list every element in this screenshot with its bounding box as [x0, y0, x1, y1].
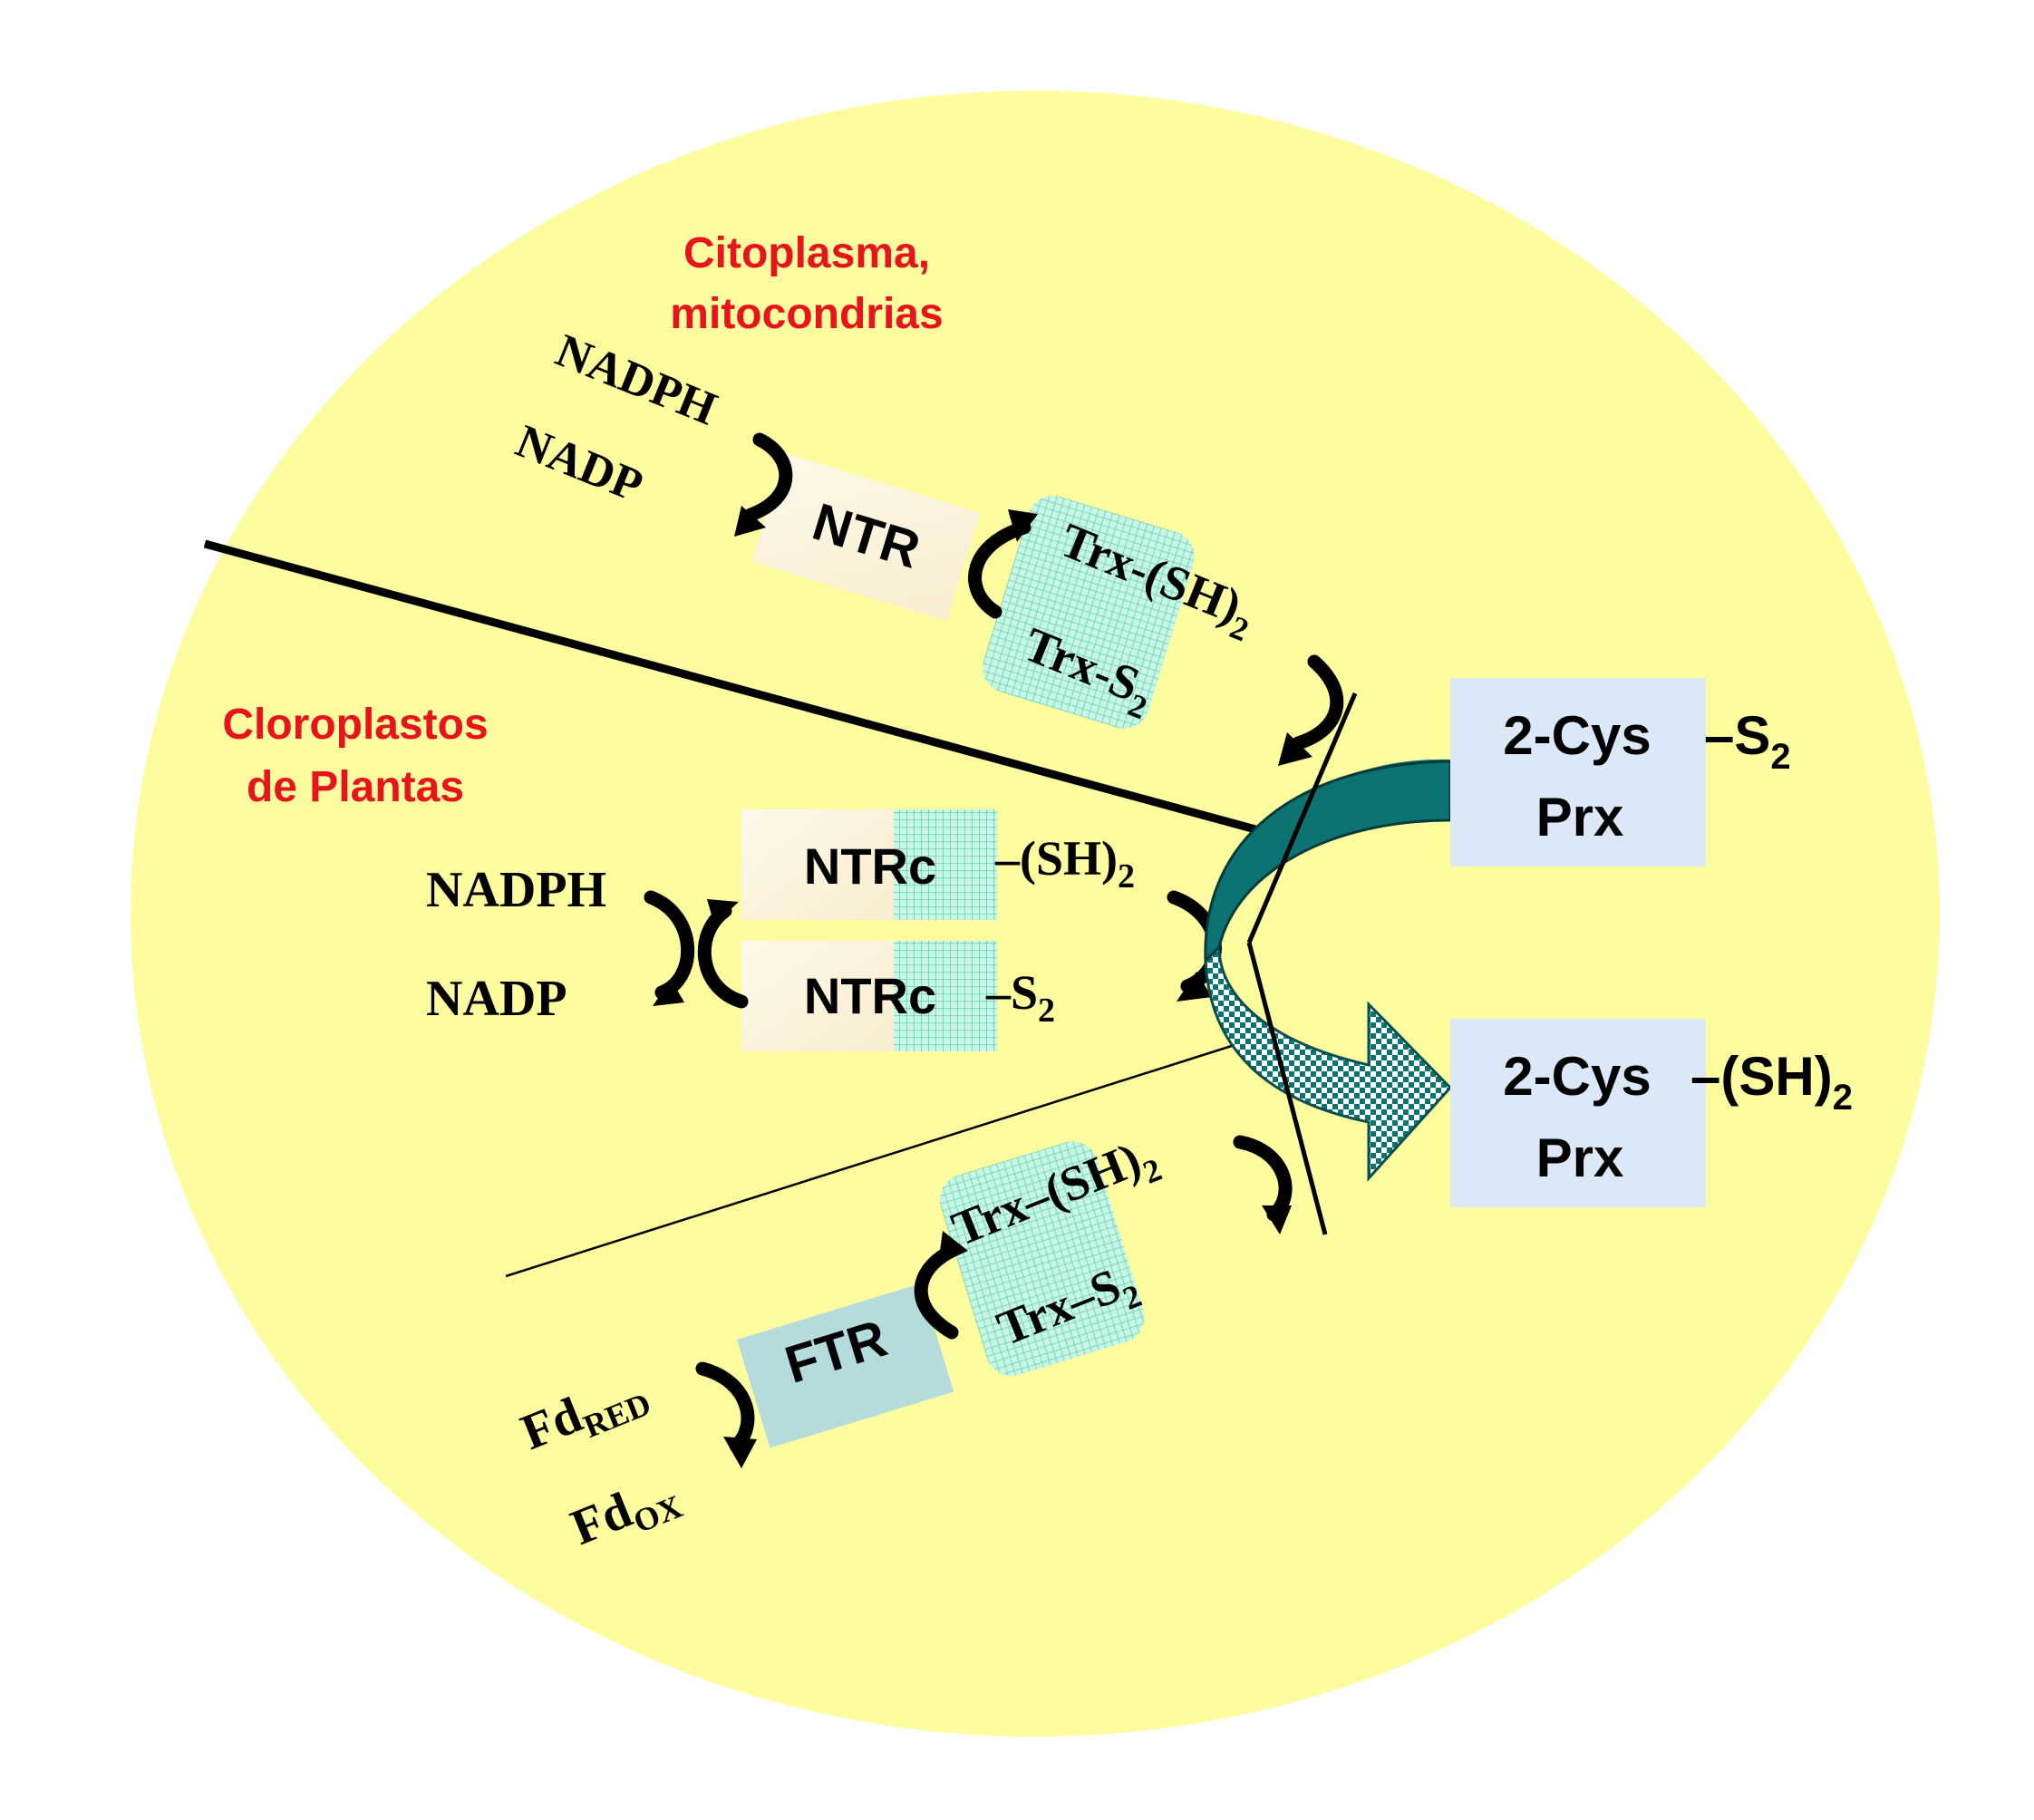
- prx-reduced-line1: 2-Cys: [1503, 1046, 1651, 1107]
- middle-nadp-label: NADP: [426, 971, 567, 1027]
- middle-ntrc-arrowhead-icon: [707, 899, 739, 925]
- bottom-ftr-trx-arrowhead-icon: [938, 1231, 968, 1264]
- cell-ellipse: [131, 91, 1940, 1737]
- ntr-box: [751, 453, 981, 622]
- prx-reduced: 2-Cys Prx –(SH)2: [1450, 1019, 1853, 1207]
- region-chloroplast-line2: de Plantas: [247, 763, 464, 811]
- top-nadph-curved-arrow-icon: [743, 432, 793, 522]
- bottom-fd-arrowhead-icon: [723, 1437, 757, 1468]
- ftr-box: [737, 1283, 954, 1448]
- top-trx-prx-arrowhead-icon: [1278, 732, 1312, 766]
- top-ntr-trx-curved-arrow-icon: [968, 520, 1032, 619]
- middle-nadph-label: NADPH: [426, 862, 606, 918]
- middle-ntrc-prx-arrowhead-icon: [1177, 972, 1212, 1002]
- ntrc-top-box-beige: [741, 809, 894, 920]
- divider-line-upper: [203, 539, 1257, 834]
- ntrc-oxidized-suffix: –S2: [985, 965, 1055, 1030]
- central-reduction-arrow: [1204, 692, 1453, 1235]
- middle-nadph-arrowhead-icon: [653, 979, 684, 1006]
- prx-reduced-suffix: –(SH)2: [1690, 1046, 1853, 1118]
- prx-oxidized-suffix: –S2: [1704, 705, 1791, 777]
- reduction-arrow-checkered-icon: [1204, 944, 1453, 1182]
- bottom-pathway: FTR Trx–(SH)2 Trx–S2 FdRED FdOX: [514, 1132, 1293, 1556]
- arrow-cross-line-upper: [1246, 692, 1358, 944]
- bottom-trx-prx-arrowhead-icon: [1262, 1205, 1292, 1234]
- prx-reduced-box: [1450, 1019, 1706, 1207]
- region-label-chloroplast: Cloroplastos de Plantas: [222, 701, 488, 811]
- divider-line-lower: [505, 1042, 1238, 1278]
- prx-oxidized-line2: Prx: [1536, 787, 1624, 847]
- prx-reduced-line2: Prx: [1536, 1128, 1624, 1188]
- ntrc-bottom-label: NTRc: [804, 967, 936, 1024]
- region-cytoplasm-line1: Citoplasma,: [683, 229, 930, 277]
- region-cytoplasm-line2: mitocondrias: [670, 290, 943, 338]
- trx-box-top: [983, 495, 1195, 729]
- region-chloroplast-line1: Cloroplastos: [222, 701, 488, 749]
- top-trx-prx-curved-arrow-icon: [1291, 654, 1344, 750]
- prx-oxidized-box: [1450, 678, 1706, 866]
- trx-box-bottom: [939, 1141, 1145, 1376]
- ntrc-bottom-box-green: [894, 941, 997, 1051]
- ntrc-reduced-suffix: –(SH)2: [994, 831, 1135, 895]
- ntrc-top-label: NTRc: [804, 837, 936, 895]
- middle-pathway: NTRc NTRc –(SH)2 –S2 NADPH NADP: [426, 809, 1222, 1051]
- top-nadph-arrowhead-icon: [734, 506, 766, 537]
- ntrc-bottom-box-beige: [741, 941, 894, 1051]
- prx-oxidized: 2-Cys Prx –S2: [1450, 678, 1791, 866]
- region-label-cytoplasm: Citoplasma, mitocondrias: [670, 229, 943, 338]
- prx-oxidized-line1: 2-Cys: [1503, 705, 1651, 766]
- reduction-arrow-solid-icon: [1204, 760, 1452, 964]
- top-ntr-trx-arrowhead-icon: [1008, 509, 1038, 542]
- arrow-cross-line-lower: [1246, 942, 1328, 1235]
- ntrc-top-box-green: [894, 809, 997, 920]
